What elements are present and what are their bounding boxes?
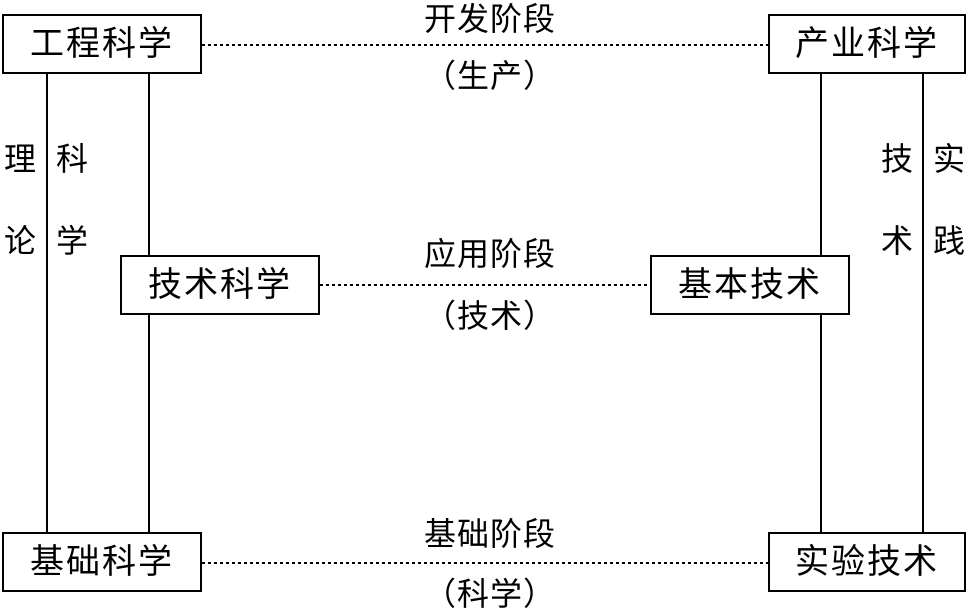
node-engineering-science: 工程科学 (2, 14, 202, 74)
node-basic-technology: 基本技术 (650, 255, 850, 315)
node-experimental-technology: 实验技术 (768, 532, 966, 592)
stage-application-name: 应用阶段 (423, 235, 556, 273)
stage-development-name: 开发阶段 (423, 0, 556, 38)
node-technical-science: 技术科学 (120, 255, 320, 315)
side-label-left-outer-1: 理 (3, 140, 36, 178)
side-label-right-inner-1: 技 (880, 140, 913, 178)
side-label-right-outer-1: 实 (932, 140, 965, 178)
node-basic-science: 基础科学 (2, 532, 202, 592)
node-industrial-science: 产业科学 (768, 14, 966, 74)
side-label-right-inner-2: 术 (880, 222, 913, 260)
side-label-left-inner-2: 学 (55, 222, 88, 260)
side-label-left-outer-2: 论 (3, 222, 36, 260)
stage-foundation-sub: （科学） (423, 575, 556, 613)
stage-application-sub: （技术） (423, 297, 556, 335)
stage-development-sub: （生产） (423, 57, 556, 95)
side-label-right-outer-2: 践 (932, 222, 965, 260)
side-label-left-inner-1: 科 (55, 140, 88, 178)
stage-foundation-name: 基础阶段 (423, 515, 556, 553)
